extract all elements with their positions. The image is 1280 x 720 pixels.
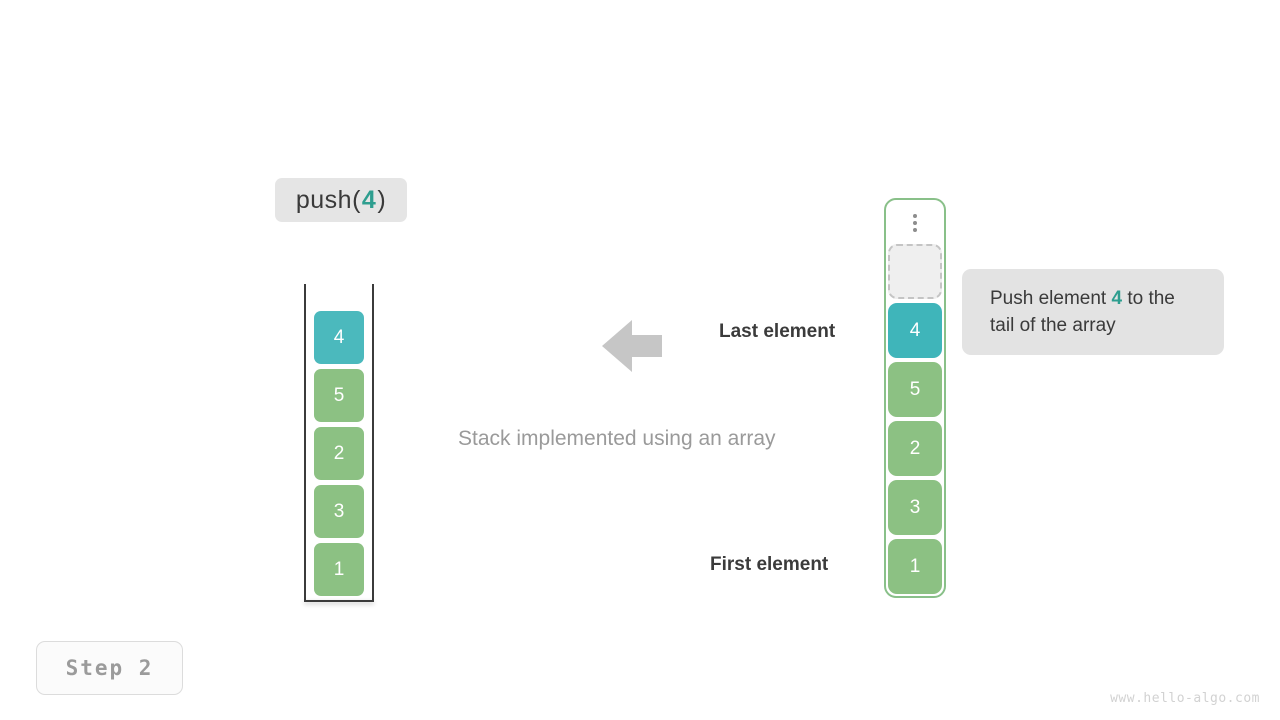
stack-container: 4 5 2 3 1 [304, 284, 374, 602]
stack-wall-left [304, 284, 306, 602]
stack-cell-value: 4 [333, 326, 345, 348]
array-cell-value: 4 [909, 319, 921, 341]
watermark: www.hello-algo.com [1110, 691, 1260, 706]
stack-cell: 3 [314, 485, 364, 538]
label-last-element: Last element [719, 321, 836, 342]
stack-floor [304, 600, 374, 602]
annotation-text-before: Push element [990, 288, 1112, 309]
array-cell: 5 [888, 362, 942, 417]
annotation-text: Push element 4 to the tail of the array [990, 285, 1196, 339]
array-empty-slot [888, 244, 942, 299]
array-cell-value: 5 [909, 378, 921, 400]
step-badge: Step 2 [36, 641, 183, 695]
array-cell: 3 [888, 480, 942, 535]
stack-cell-value: 2 [333, 442, 345, 464]
operation-suffix: ) [377, 185, 387, 214]
stack-cell: 5 [314, 369, 364, 422]
stack-cell-value: 1 [333, 558, 345, 580]
stack-cell-value: 5 [333, 384, 345, 406]
array-cell-list: 4 5 2 3 1 [888, 244, 942, 594]
annotation-callout: Push element 4 to the tail of the array [962, 269, 1224, 355]
array-cell: 2 [888, 421, 942, 476]
array-cell-value: 2 [909, 437, 921, 459]
annotation-text-after: to the tail of the array [990, 288, 1175, 336]
operation-prefix: push( [295, 185, 361, 214]
stack-cell: 1 [314, 543, 364, 596]
array-cell: 1 [888, 539, 942, 594]
arrow-left-icon [602, 318, 662, 374]
stack-wall-right [372, 284, 374, 602]
array-cell: 4 [888, 303, 942, 358]
array-cell-value: 1 [909, 555, 921, 577]
vertical-ellipsis-icon [913, 214, 917, 232]
array-container: 4 5 2 3 1 [884, 198, 946, 598]
label-first-element: First element [710, 554, 829, 575]
annotation-accent-value: 4 [1111, 288, 1123, 309]
diagram-caption: Stack implemented using an array [458, 427, 776, 450]
stack-cell-list: 4 5 2 3 1 [314, 306, 364, 596]
stack-cell: 2 [314, 427, 364, 480]
array-cell-value: 3 [909, 496, 921, 518]
stack-cell-value: 3 [333, 500, 345, 522]
stack-cell: 4 [314, 311, 364, 364]
operation-label: push(4) [275, 178, 407, 222]
operation-value: 4 [361, 185, 377, 214]
